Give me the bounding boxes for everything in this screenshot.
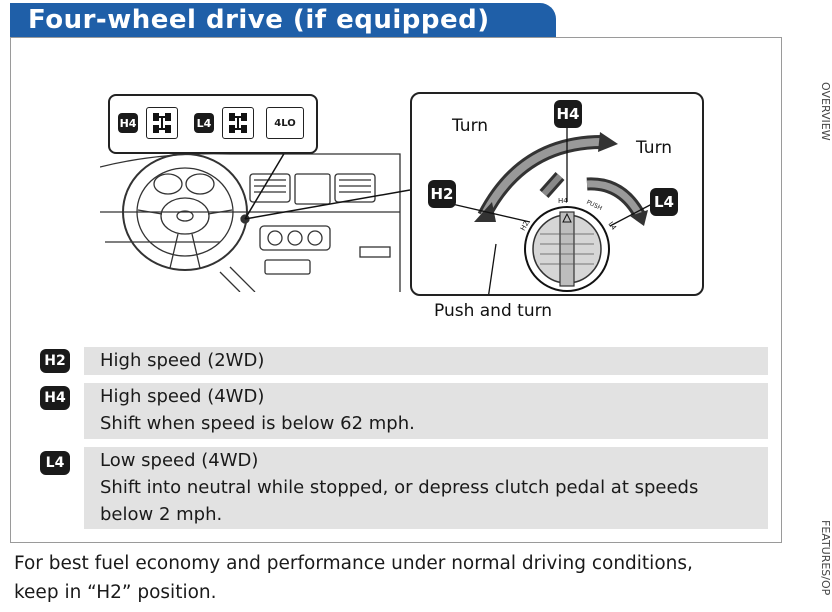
4lo-indicator: 4LO — [266, 107, 304, 139]
section-title-bar: Four-wheel drive (if equipped) — [10, 3, 556, 37]
legend-row-h2: High speed (2WD) — [84, 347, 768, 375]
footer-line: For best fuel economy and performance un… — [14, 553, 693, 574]
legend-text: Shift into neutral while stopped, or dep… — [100, 477, 699, 498]
legend-text: Low speed (4WD) — [100, 450, 259, 471]
side-tab-overview[interactable]: OVERVIEW — [819, 82, 832, 141]
knob-svg — [451, 104, 653, 294]
legend-text: Shift when speed is below 62 mph. — [100, 413, 415, 434]
dial-label-h4: H4 — [558, 197, 568, 205]
legend-row-l4: Low speed (4WD) Shift into neutral while… — [84, 447, 768, 529]
badge-h4: H4 — [118, 113, 138, 133]
indicator-callout: H4 L4 4LO — [108, 94, 318, 154]
legend-text: High speed (4WD) — [100, 386, 265, 407]
legend-badge-l4: L4 — [40, 451, 70, 475]
legend-row-h4: High speed (4WD) Shift when speed is bel… — [84, 383, 768, 439]
badge-h2-large: H2 — [428, 180, 456, 208]
footer-note: For best fuel economy and performance un… — [14, 549, 794, 607]
legend-badge-h4: H4 — [40, 386, 70, 410]
badge-l4: L4 — [194, 113, 214, 133]
badge-h4-large: H4 — [554, 100, 582, 128]
push-and-turn-label: Push and turn — [434, 301, 553, 321]
legend-text: below 2 mph. — [100, 504, 223, 525]
footer-line: keep in “H2” position. — [14, 582, 217, 603]
4wd-indicator-icon — [146, 107, 178, 139]
badge-l4-large: L4 — [650, 188, 678, 216]
side-tab-features[interactable]: FEATURES/OP — [819, 520, 832, 596]
page-title: Four-wheel drive (if equipped) — [28, 5, 490, 35]
4wd-low-indicator-icon — [222, 107, 254, 139]
legend-text: High speed (2WD) — [100, 350, 265, 371]
content-frame — [10, 37, 782, 543]
transfer-knob-diagram: H4 H2 L4 Turn Turn H2 H4 PUSH L4 — [410, 92, 704, 296]
turn-label-right: Turn — [636, 138, 673, 158]
legend-badge-h2: H2 — [40, 349, 70, 373]
turn-label-left: Turn — [452, 116, 489, 136]
